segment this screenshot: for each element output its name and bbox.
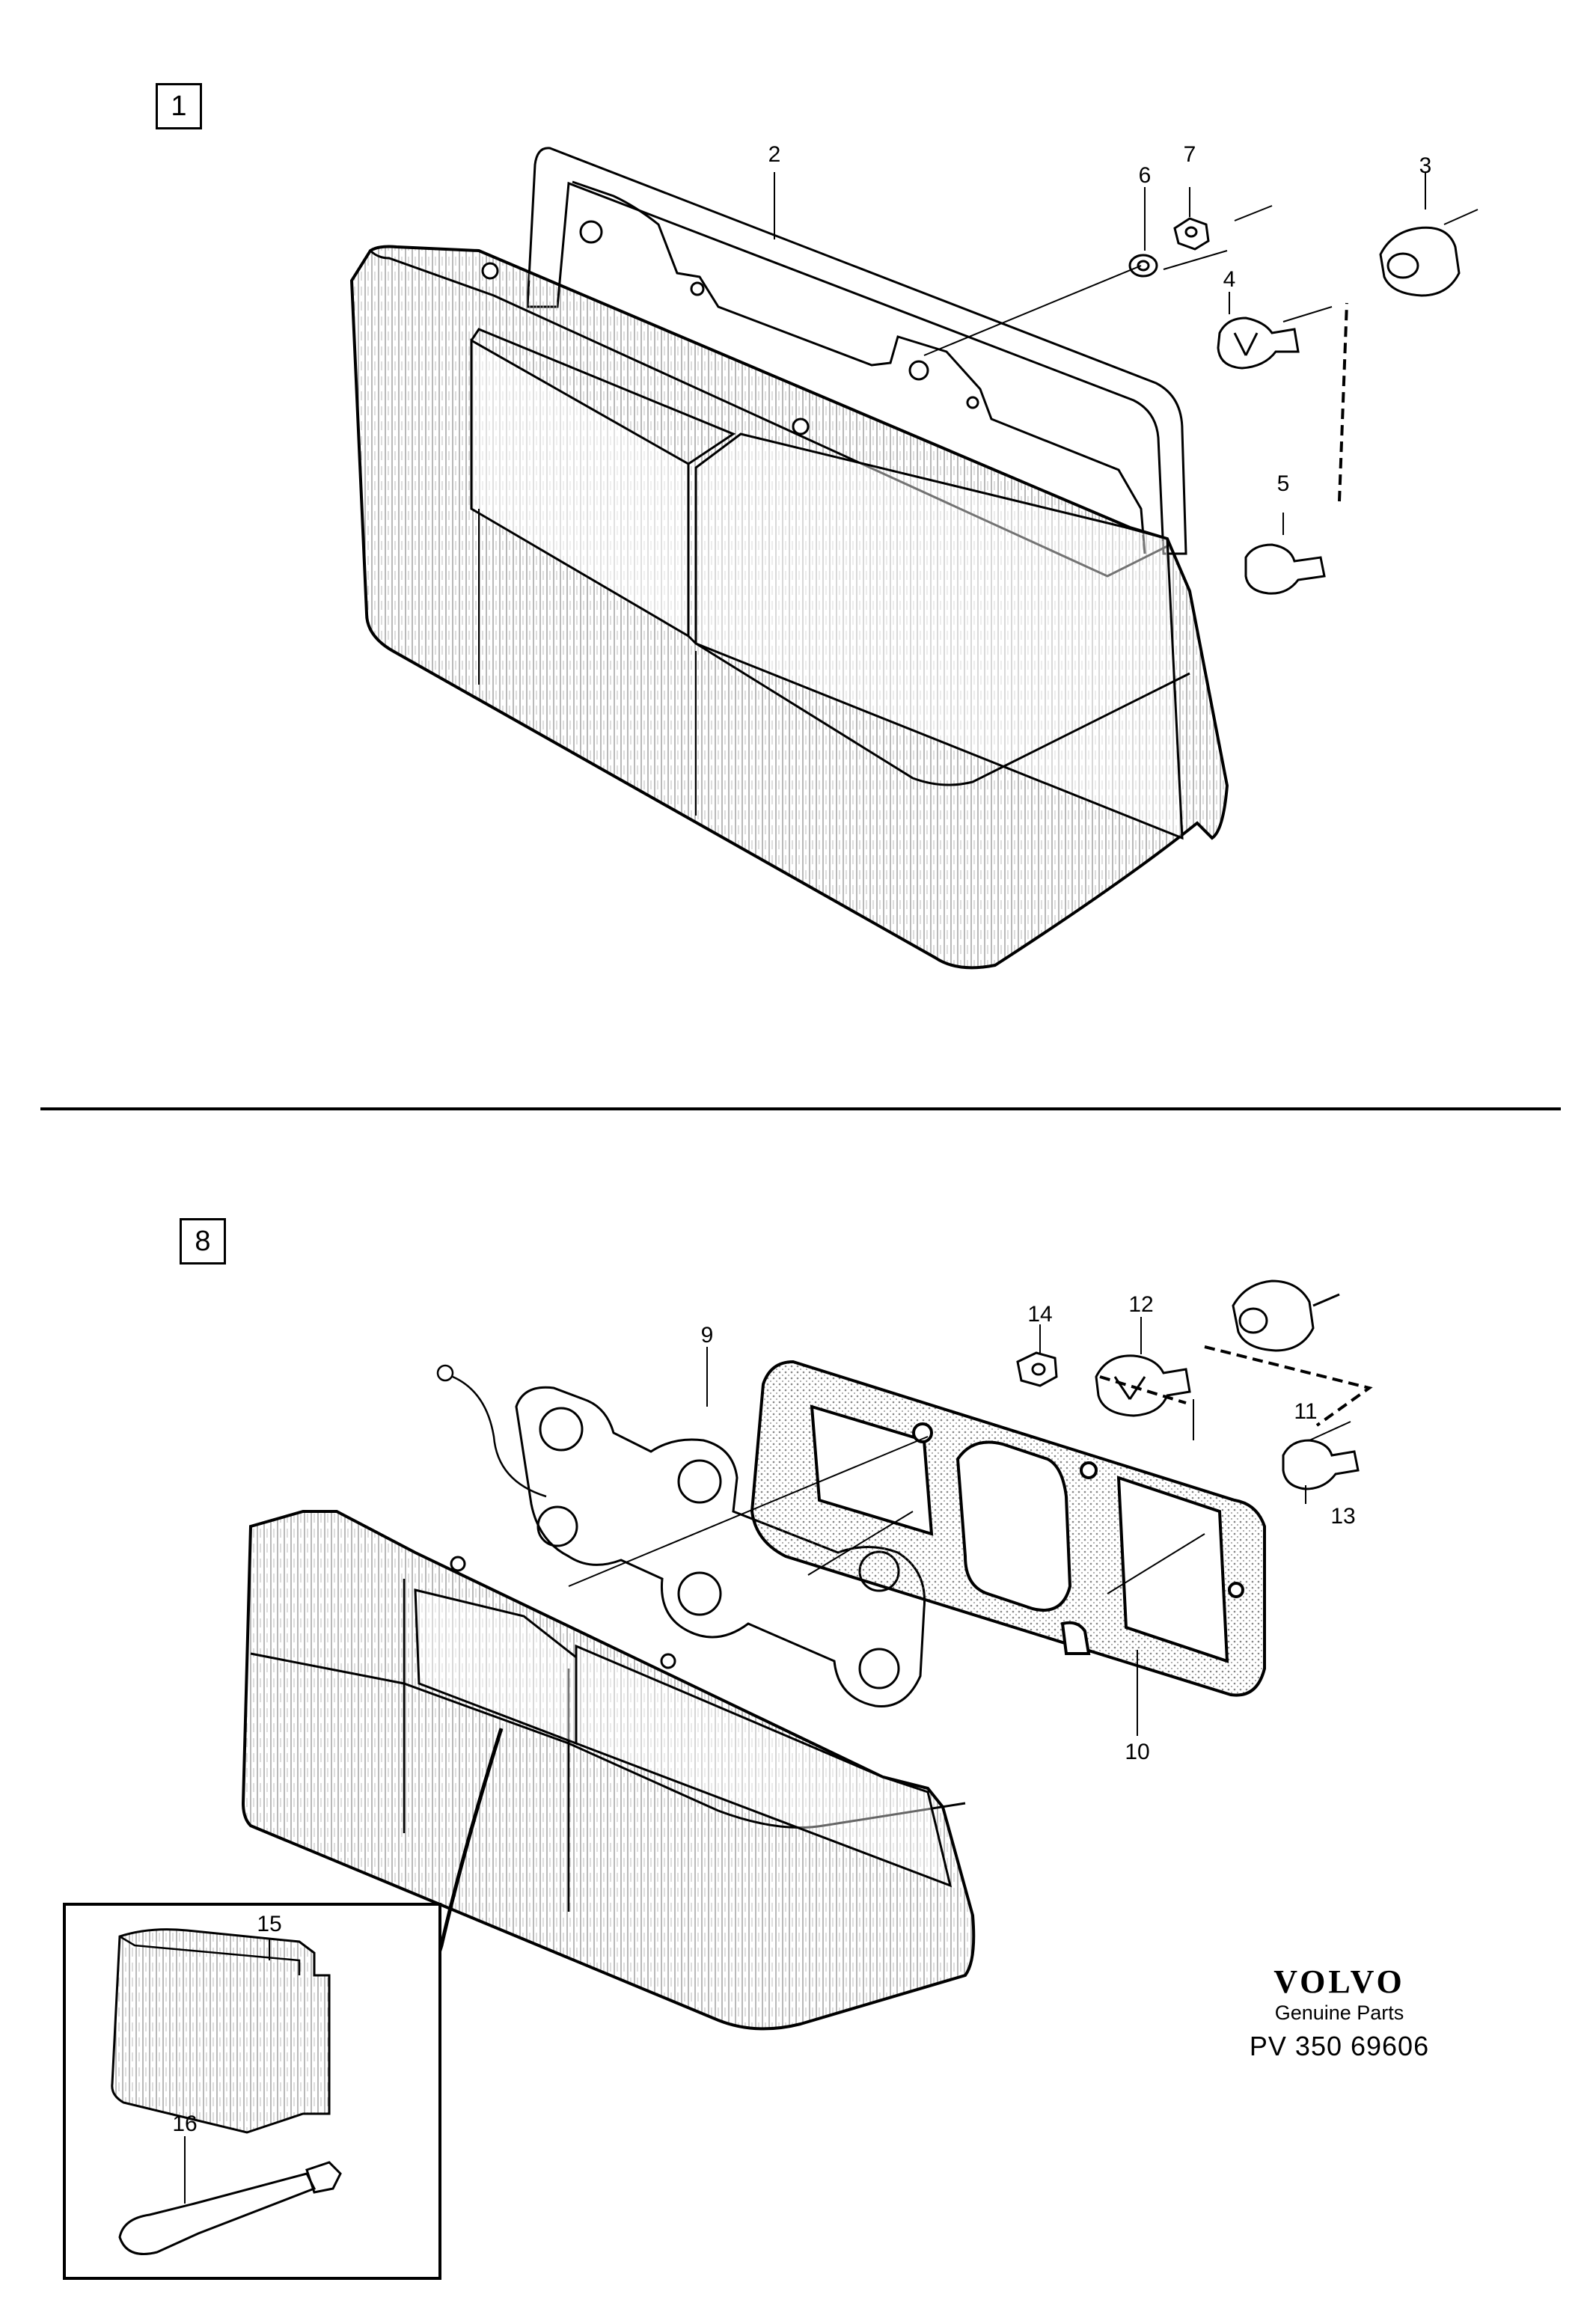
callout-3: 3 xyxy=(1419,153,1432,178)
callout-2: 2 xyxy=(768,142,781,167)
section-divider xyxy=(40,1107,1561,1110)
bulb-5 xyxy=(1244,543,1326,595)
drawing-code: PV 350 69606 xyxy=(1249,2031,1430,2061)
bulb-12 xyxy=(1095,1354,1191,1417)
brand-block: VOLVO Genuine Parts PV 350 69606 xyxy=(1242,1964,1437,2063)
callout-6: 6 xyxy=(1138,163,1152,188)
volvo-logo: VOLVO xyxy=(1273,1963,1405,2000)
bulb-holder-11 xyxy=(1232,1279,1315,1352)
callout-13: 13 xyxy=(1330,1504,1356,1529)
callout-11: 11 xyxy=(1294,1399,1318,1424)
callout-12: 12 xyxy=(1128,1292,1154,1317)
section-label-lower: 8 xyxy=(180,1218,226,1265)
brand-tagline: Genuine Parts xyxy=(1274,2002,1404,2024)
callout-7: 7 xyxy=(1183,142,1196,167)
callout-15: 15 xyxy=(257,1912,282,1936)
adhesive-tube-16 xyxy=(118,2172,317,2255)
gasket-9 xyxy=(515,1386,926,1707)
lens-part-15 xyxy=(111,1928,331,2134)
upper-assembly xyxy=(349,147,1479,970)
lower-assembly xyxy=(241,1279,1373,2074)
reflector-plate-10 xyxy=(750,1360,1266,1697)
leader-lines-lower xyxy=(568,1317,1373,1736)
small-parts-upper xyxy=(1128,217,1461,595)
inset-panel xyxy=(63,1903,441,2280)
bulb-holder-3 xyxy=(1379,226,1461,297)
gasket-frame-upper xyxy=(526,147,1187,555)
callout-14: 14 xyxy=(1027,1302,1053,1327)
lamp-housing-lower xyxy=(241,1510,976,2031)
callout-9: 9 xyxy=(700,1323,714,1348)
callout-16: 16 xyxy=(172,2112,198,2136)
callout-5: 5 xyxy=(1276,471,1290,496)
nut-14 xyxy=(1016,1351,1058,1387)
lamp-housing-upper xyxy=(349,245,1229,970)
bulb-4 xyxy=(1217,317,1300,370)
callout-10: 10 xyxy=(1125,1740,1150,1764)
section-label-upper: 1 xyxy=(156,83,202,129)
small-parts-lower xyxy=(1016,1279,1360,1490)
callout-4: 4 xyxy=(1223,267,1236,292)
nut-7 xyxy=(1173,217,1210,251)
bulb-13 xyxy=(1282,1439,1360,1490)
wire-terminal xyxy=(436,1364,547,1498)
washer-6 xyxy=(1128,254,1158,278)
leader-lines-upper xyxy=(774,172,1479,535)
